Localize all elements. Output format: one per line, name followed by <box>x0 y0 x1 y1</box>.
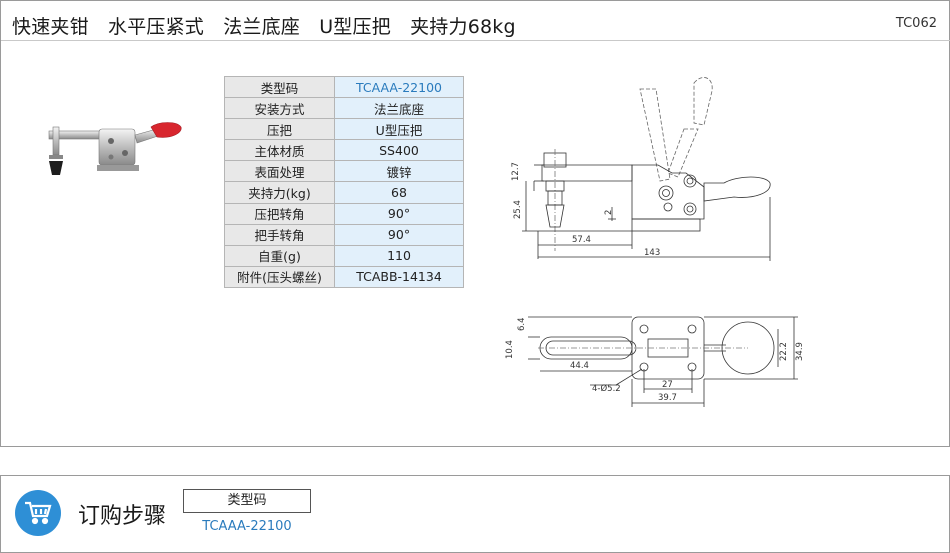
dim-6-4: 6.4 <box>517 317 527 331</box>
table-row: 夹持力(kg)68 <box>224 181 464 204</box>
type-code-value[interactable]: TCAAA-22100 <box>202 519 292 534</box>
dim-27: 27 <box>662 380 673 390</box>
type-code-label: 类型码 <box>183 489 311 513</box>
dim-57-4: 57.4 <box>572 235 591 245</box>
handle <box>703 176 771 202</box>
spec-label: 压把转角 <box>224 202 335 225</box>
spec-value: 镀锌 <box>334 160 464 183</box>
dim-25-4: 25.4 <box>513 200 523 219</box>
dim-holes: 4-Ø5.2 <box>592 383 621 394</box>
dim-10-4: 10.4 <box>505 340 515 359</box>
technical-drawing: 12.7 25.4 2 57.4 143 6.4 10.4 44.4 4-Ø5.… <box>505 77 805 407</box>
table-row: 自重(g)110 <box>224 244 464 267</box>
header-divider <box>1 40 950 41</box>
product-code: TC062 <box>895 16 937 31</box>
dim-2: 2 <box>604 210 614 215</box>
spec-value: 90° <box>334 223 464 246</box>
spec-value: 68 <box>334 181 464 204</box>
spec-label: 主体材质 <box>224 139 335 162</box>
table-row: 安装方式法兰底座 <box>224 97 464 120</box>
product-photo <box>48 122 182 175</box>
spec-label: 把手转角 <box>224 223 335 246</box>
table-row: 表面处理镀锌 <box>224 160 464 183</box>
spec-value: 90° <box>334 202 464 225</box>
spec-label: 安装方式 <box>224 97 335 120</box>
raised-handle-outline <box>639 77 713 182</box>
spec-value: 110 <box>334 244 464 267</box>
spec-value: TCAAA-22100 <box>334 75 464 99</box>
spec-label: 自重(g) <box>224 244 335 267</box>
dim-39-7: 39.7 <box>658 393 677 403</box>
base-flange <box>631 218 701 232</box>
spec-label: 压把 <box>224 118 335 141</box>
table-row: 附件(压头螺丝)TCABB-14134 <box>224 265 464 288</box>
dim-12-7: 12.7 <box>511 162 521 181</box>
spec-value: SS400 <box>334 139 464 162</box>
spec-value: 法兰底座 <box>334 97 464 120</box>
dim-143: 143 <box>644 248 660 258</box>
spec-label: 附件(压头螺丝) <box>224 265 335 288</box>
spec-value: U型压把 <box>334 118 464 141</box>
spec-label: 类型码 <box>224 75 335 99</box>
dim-44-4: 44.4 <box>570 361 589 371</box>
spec-label: 夹持力(kg) <box>224 181 335 204</box>
cart-icon <box>15 490 61 536</box>
page-title: 快速夹钳 水平压紧式 法兰底座 U型压把 夹持力68kg <box>12 16 516 38</box>
order-panel: 订购步骤 类型码 TCAAA-22100 <box>0 475 950 553</box>
spec-label: 表面处理 <box>224 160 335 183</box>
spec-value: TCABB-14134 <box>334 265 464 288</box>
dim-22-2: 22.2 <box>779 342 789 361</box>
spindle-tip <box>545 204 565 228</box>
top-view <box>538 316 775 380</box>
order-steps-title: 订购步骤 <box>78 504 167 529</box>
dim-34-9: 34.9 <box>795 342 805 361</box>
